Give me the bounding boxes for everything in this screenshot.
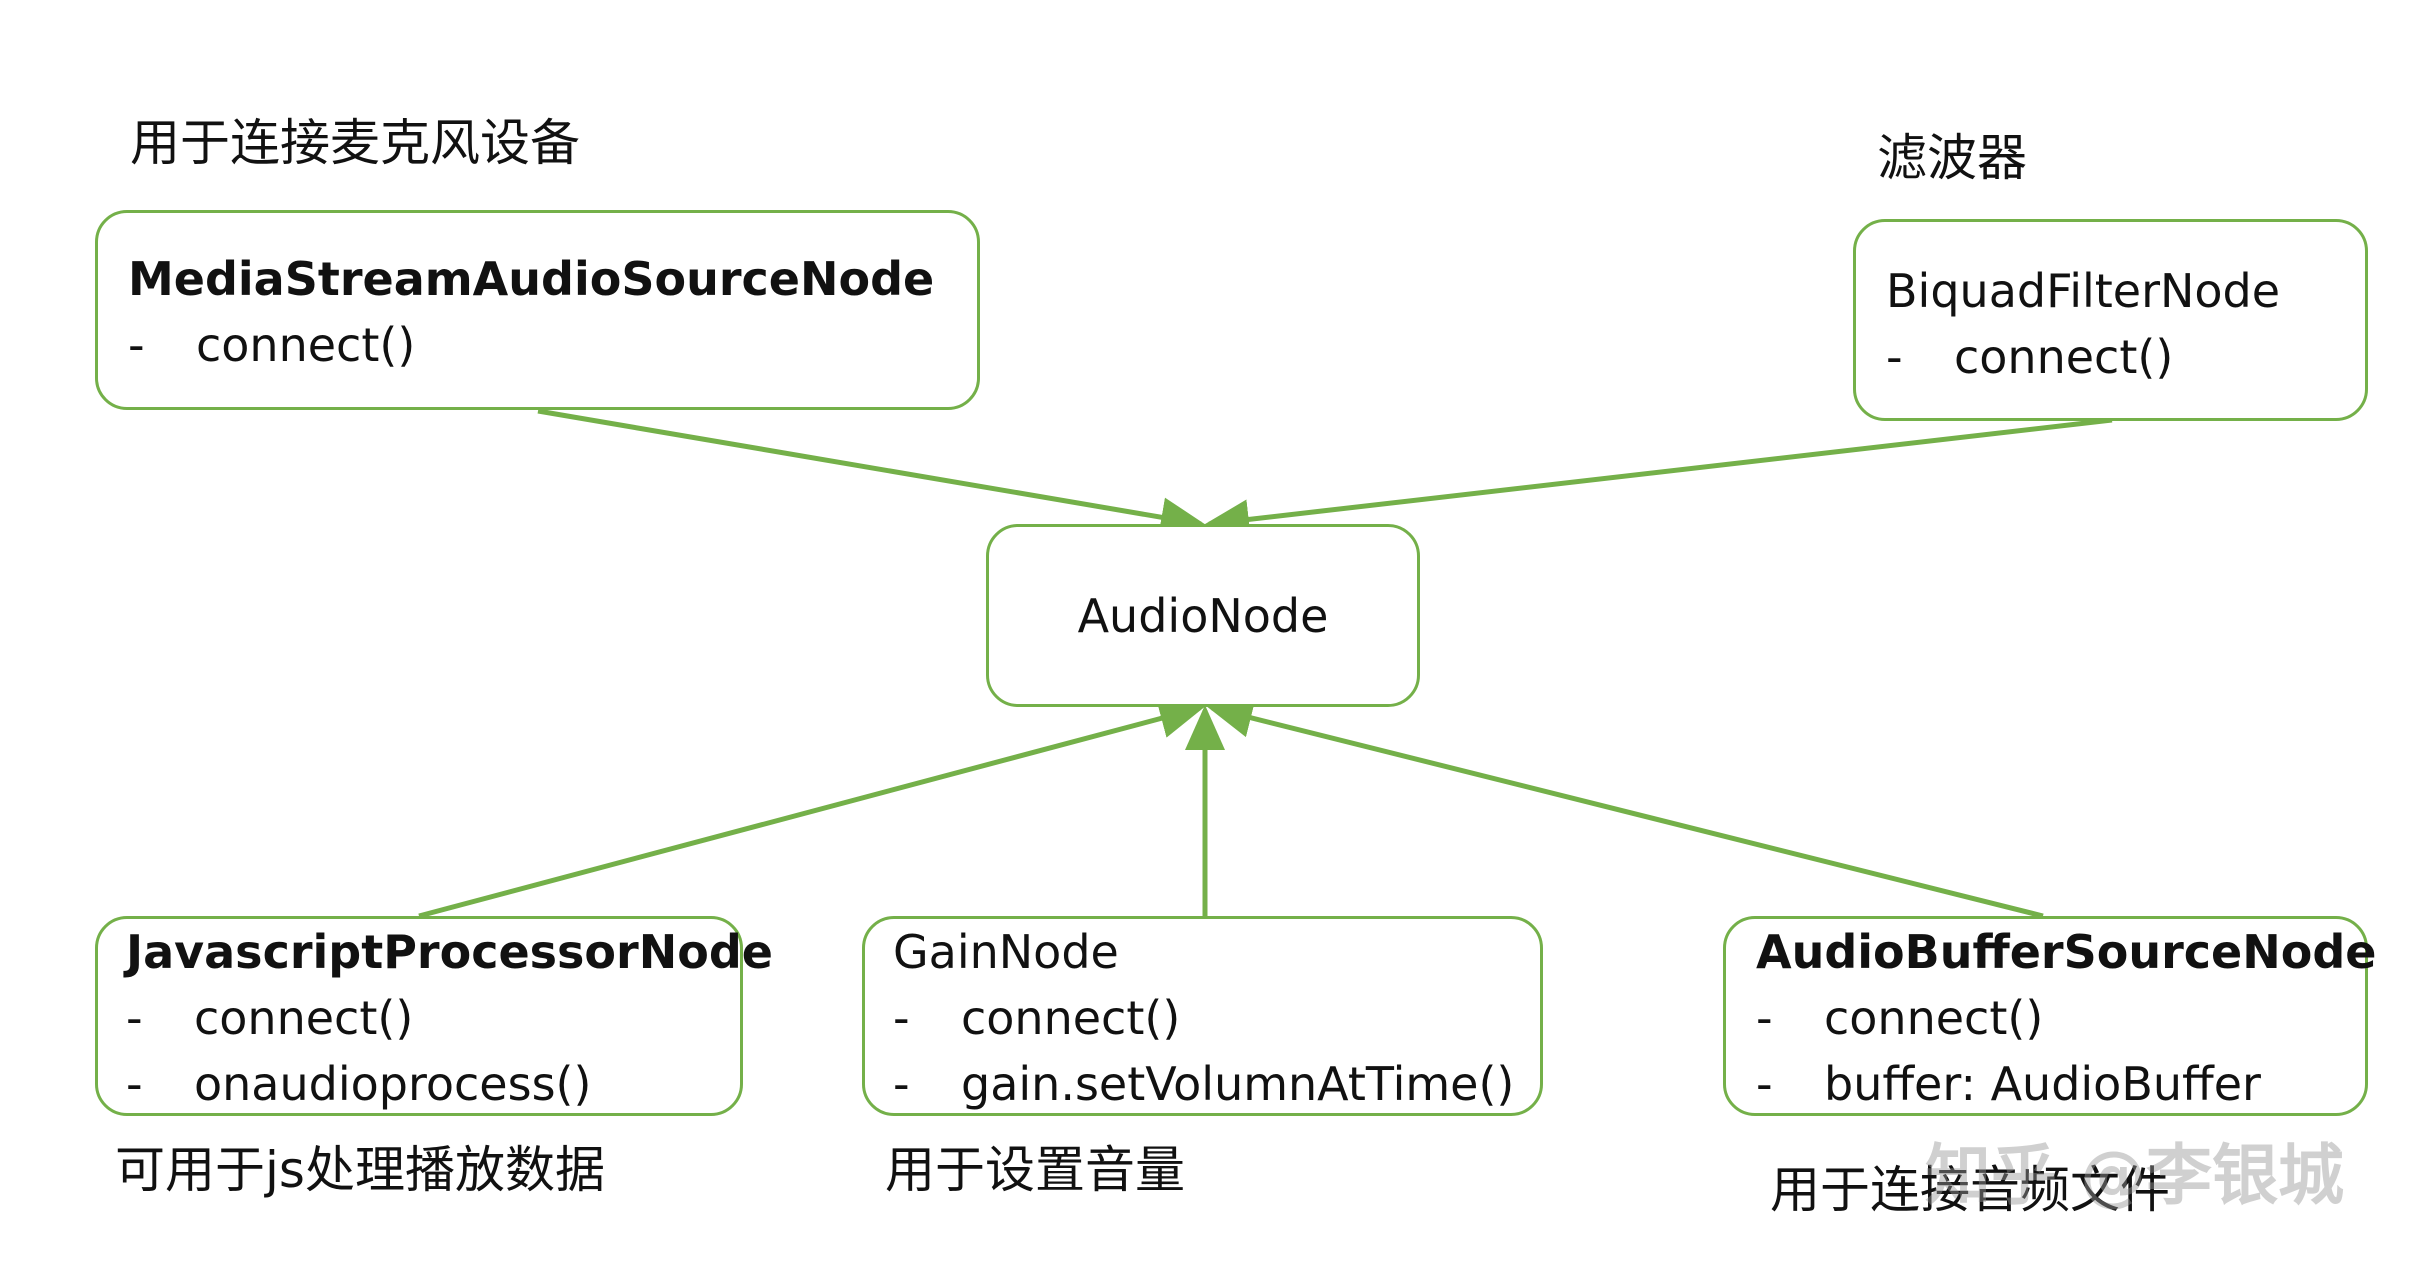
edge-media-stream-to-audio-node xyxy=(537,408,1206,537)
method-dash: - xyxy=(128,318,145,372)
method-connect: connect() xyxy=(196,318,416,372)
caption-media-stream: 用于连接麦克风设备 xyxy=(130,114,580,172)
method-item: - connect() xyxy=(126,985,740,1051)
node-title: AudioBufferSourceNode xyxy=(1756,925,2377,979)
watermark: 知乎 @李银城 xyxy=(1925,1137,2344,1214)
edge-js-processor-to-audio-node xyxy=(418,698,1205,919)
javascript-processor-node: JavascriptProcessorNode - connect() - on… xyxy=(95,916,773,1117)
gain-node: GainNode - connect() - gain.setVolumnAtT… xyxy=(862,916,1543,1116)
method-dash: - xyxy=(893,1057,910,1111)
method-dash: - xyxy=(1756,991,1773,1045)
caption-biquad: 滤波器 xyxy=(1877,129,2027,187)
edge-buffer-source-to-audio-node xyxy=(1207,698,2044,919)
method-dash: - xyxy=(126,991,143,1045)
method-item: - buffer: AudioBuffer xyxy=(1756,1051,2365,1117)
biquad-filter-node: BiquadFilterNode - connect() xyxy=(1853,219,2368,421)
method-dash: - xyxy=(893,991,910,1045)
method-connect: connect() xyxy=(961,991,1181,1045)
method-item: - connect() xyxy=(1756,985,2365,1051)
method-item: - onaudioprocess() xyxy=(126,1051,740,1117)
node-title: JavascriptProcessorNode xyxy=(126,925,773,979)
method-dash: - xyxy=(1756,1057,1773,1111)
media-stream-audio-source-node: MediaStreamAudioSourceNode - connect() xyxy=(95,210,980,410)
node-title: BiquadFilterNode xyxy=(1886,264,2281,318)
audio-buffer-source-node: AudioBufferSourceNode - connect() - buff… xyxy=(1723,916,2377,1117)
audio-node: AudioNode xyxy=(986,524,1420,707)
method-item: - connect() xyxy=(128,312,977,378)
method-item: - connect() xyxy=(1886,324,2365,390)
method-connect: connect() xyxy=(194,991,414,1045)
node-title: GainNode xyxy=(893,925,1119,979)
method-dash: - xyxy=(1886,330,1903,384)
method-onaudioprocess: onaudioprocess() xyxy=(194,1057,592,1111)
node-title: AudioNode xyxy=(1077,588,1329,643)
method-set-volume: gain.setVolumnAtTime() xyxy=(961,1057,1515,1111)
node-title: MediaStreamAudioSourceNode xyxy=(128,252,935,306)
caption-buffer-source: 用于连接音频文件 xyxy=(1770,1161,2170,1219)
method-buffer: buffer: AudioBuffer xyxy=(1824,1057,2261,1111)
method-connect: connect() xyxy=(1954,330,2174,384)
method-connect: connect() xyxy=(1824,991,2044,1045)
edge-biquad-to-audio-node xyxy=(1204,417,2113,540)
method-dash: - xyxy=(126,1057,143,1111)
method-item: - gain.setVolumnAtTime() xyxy=(893,1051,1540,1117)
caption-gain: 用于设置音量 xyxy=(885,1141,1185,1199)
caption-js-processor: 可用于js处理播放数据 xyxy=(115,1141,605,1199)
method-item: - connect() xyxy=(893,985,1540,1051)
